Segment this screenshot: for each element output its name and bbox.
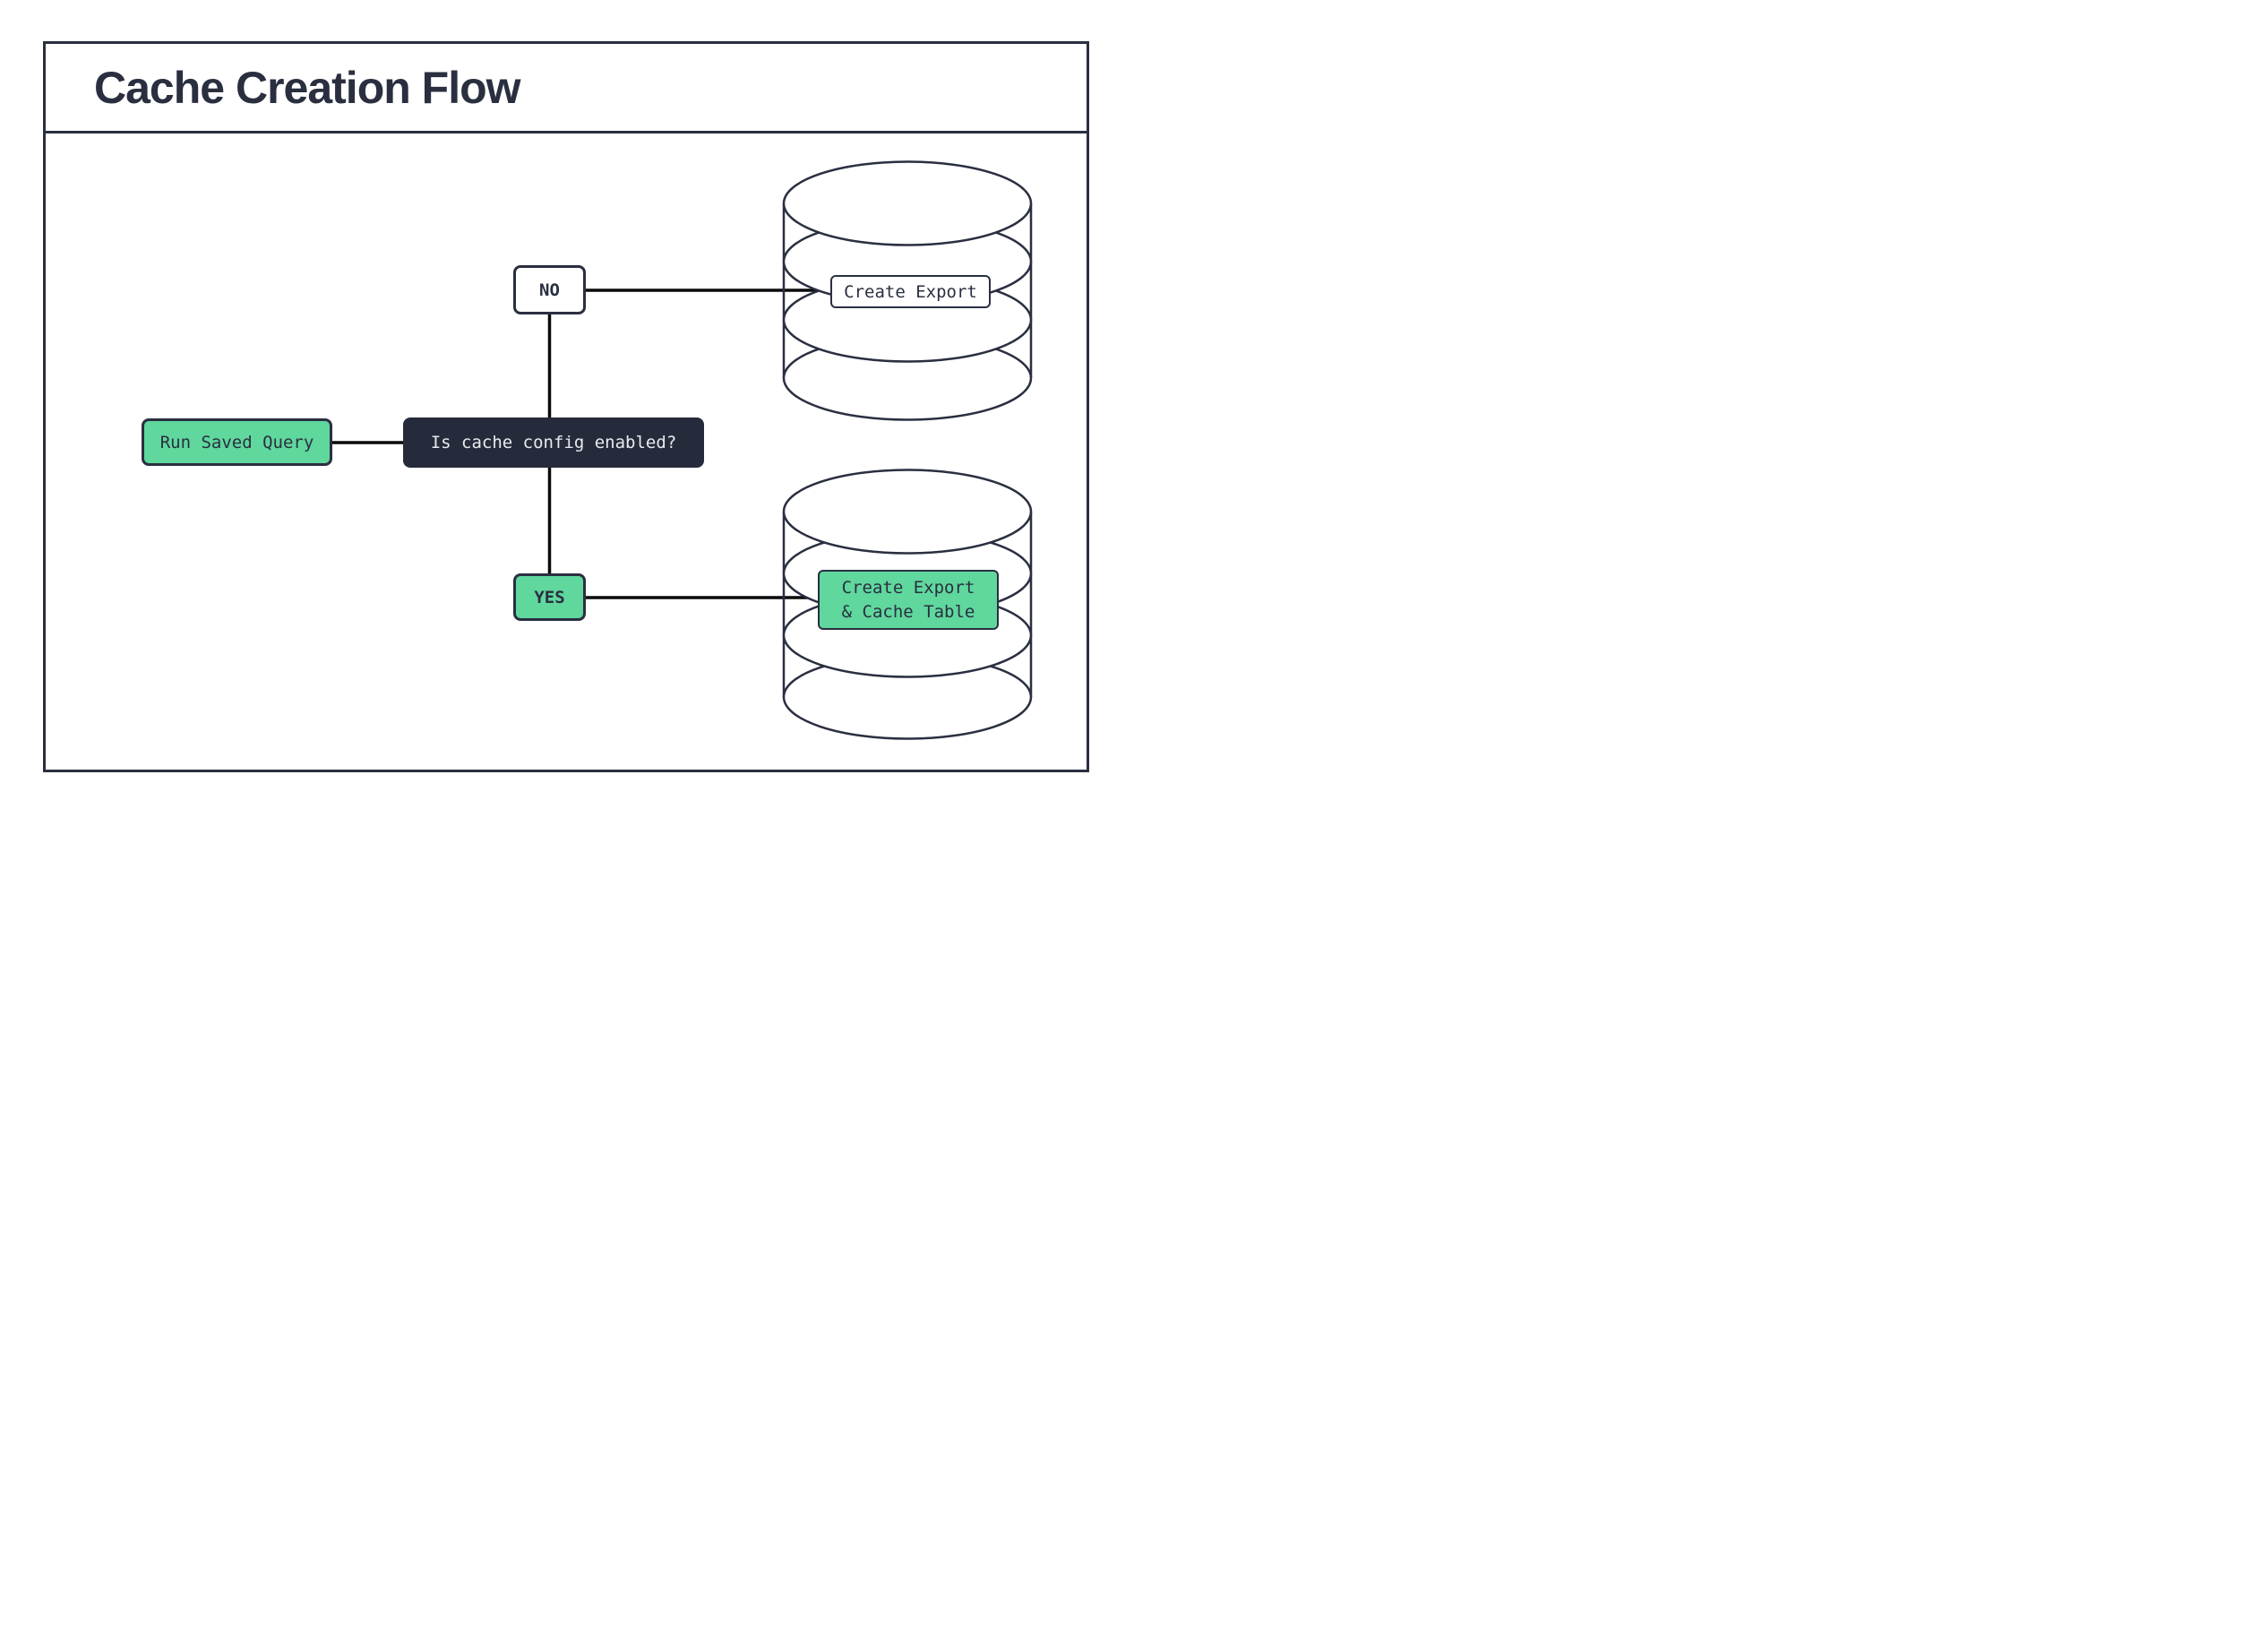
node-cache-config-decision-label: Is cache config enabled? [430, 433, 677, 452]
diagram-page: Cache Creation Flow [0, 0, 1134, 814]
node-run-saved-query-label: Run Saved Query [159, 432, 314, 452]
node-cache-config-decision: Is cache config enabled? [403, 418, 704, 468]
node-run-saved-query: Run Saved Query [142, 418, 332, 466]
title-bar: Cache Creation Flow [46, 44, 1087, 133]
node-branch-yes-label: YES [534, 587, 565, 607]
node-create-export-cache-table-line2: & Cache Table [841, 601, 975, 622]
node-branch-no: NO [513, 265, 586, 314]
node-branch-yes: YES [513, 573, 586, 621]
node-branch-no-label: NO [539, 280, 560, 300]
page-title: Cache Creation Flow [94, 62, 521, 113]
node-create-export: Create Export [830, 275, 991, 308]
node-create-export-cache-table-line1: Create Export [841, 577, 975, 598]
node-create-export-label: Create Export [844, 281, 977, 302]
diagram-frame: Cache Creation Flow [43, 41, 1089, 772]
node-create-export-cache-table: Create Export & Cache Table [818, 570, 999, 630]
